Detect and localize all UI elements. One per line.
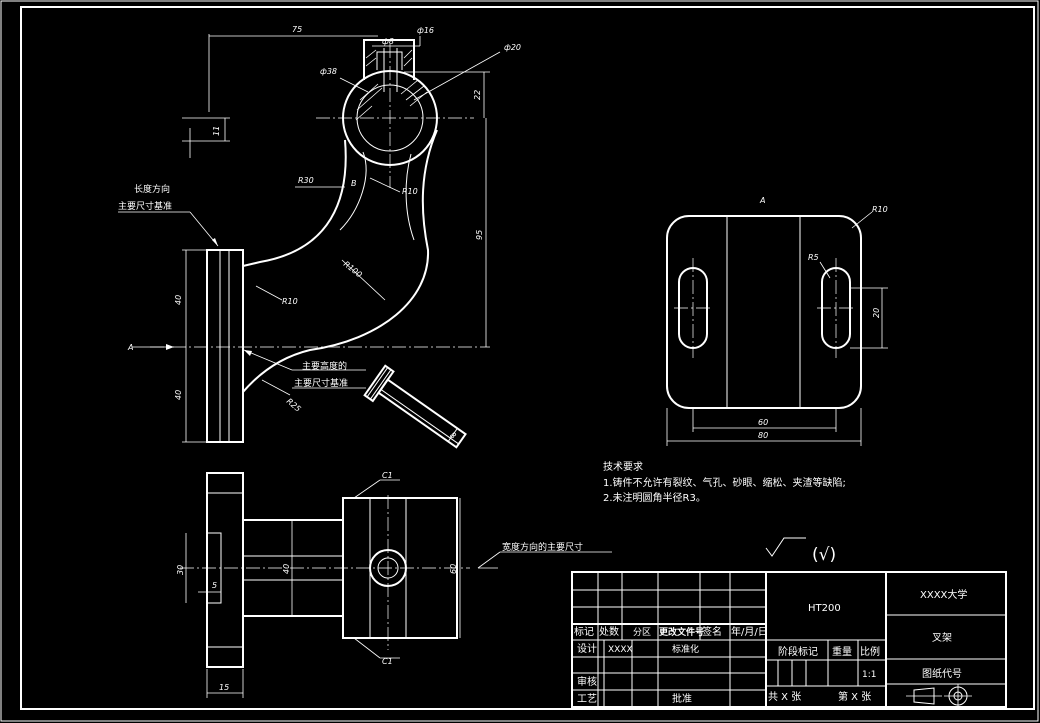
- dim-phi8: ф8: [382, 37, 394, 46]
- tb-drawing-code: 图纸代号: [922, 667, 962, 680]
- view-a: A: [666, 196, 862, 409]
- tb-approve: 批准: [672, 692, 692, 705]
- roughness-symbol: (√): [765, 537, 836, 565]
- inner-frame: [20, 6, 1035, 710]
- top-view-dimensions: C1 C1 30 5 40 60 15 宽度方向的主要尺寸: [176, 471, 612, 698]
- roughness-mark: (√): [812, 545, 836, 565]
- dim-40-top-view: 40: [282, 564, 291, 574]
- tech-line-1: 1.铸件不允许有裂纹、气孔、砂眼、缩松、夹渣等缺陷;: [603, 476, 846, 489]
- dim-r5: R5: [808, 253, 819, 262]
- tb-mark: 标记: [574, 626, 594, 638]
- oblique-section: 8: [363, 364, 467, 449]
- dim-r10-mid: R10: [282, 297, 298, 306]
- tb-designer: XXXX: [608, 645, 633, 655]
- tb-stage-mark: 阶段标记: [778, 645, 818, 658]
- dim-b: B: [351, 179, 357, 188]
- dim-11: 11: [212, 126, 221, 136]
- tb-sheet-no: 第 X 张: [838, 690, 871, 703]
- tb-date: 年/月/日: [731, 625, 768, 638]
- view-a-dimensions: R10 R5 20 60 80: [666, 205, 888, 446]
- dim-5: 5: [212, 581, 217, 590]
- view-a-title: A: [759, 196, 765, 205]
- tb-process: 工艺: [577, 693, 597, 705]
- dim-15: 15: [219, 683, 229, 692]
- title-block: HT200 XXXX大学 叉架 图纸代号 标记 处数 分区 更改文件号 签名 年…: [571, 571, 1007, 708]
- dim-phi16: ф16: [417, 26, 434, 35]
- height-base-label-2: 主要尺寸基准: [294, 377, 348, 389]
- dim-r30: R30: [298, 176, 314, 185]
- tb-school: XXXX大学: [920, 588, 967, 601]
- front-view: [150, 39, 490, 443]
- dim-60-horizontal: 60: [758, 418, 768, 427]
- dim-c1-bottom: C1: [382, 657, 393, 666]
- tb-zone: 分区: [633, 627, 651, 638]
- tb-scale: 比例: [860, 645, 880, 658]
- dim-95: 95: [475, 230, 484, 240]
- dim-80-horizontal: 80: [758, 431, 768, 440]
- dim-phi20: ф20: [504, 43, 521, 52]
- dim-40-lower: 40: [174, 390, 183, 400]
- dim-75: 75: [292, 25, 302, 34]
- width-base-label: 宽度方向的主要尺寸: [502, 541, 583, 553]
- tb-design: 设计: [577, 642, 597, 655]
- dim-22: 22: [473, 90, 482, 100]
- dim-c1-top: C1: [382, 471, 393, 480]
- tb-part-name: 叉架: [932, 632, 952, 644]
- dim-r10-view-a: R10: [872, 205, 888, 214]
- tech-line-2: 2.未注明圆角半径R3。: [603, 491, 706, 504]
- tb-total-sheets: 共 X 张: [768, 691, 801, 703]
- tb-review: 审核: [577, 675, 597, 688]
- dim-60-vertical: 60: [449, 564, 458, 574]
- dim-30: 30: [176, 565, 185, 575]
- tb-sign: 签名: [702, 625, 722, 638]
- tech-requirements: 技术要求 1.铸件不允许有裂纹、气孔、砂眼、缩松、夹渣等缺陷; 2.未注明圆角半…: [603, 460, 846, 504]
- dim-r25: R25: [285, 397, 303, 414]
- dim-r10-top: R10: [402, 187, 418, 196]
- dim-20-vertical: 20: [872, 308, 881, 318]
- length-base-label-2: 主要尺寸基准: [118, 200, 172, 212]
- height-base-label-1: 主要高度的: [302, 360, 347, 372]
- tech-title: 技术要求: [603, 460, 643, 473]
- tb-weight: 重量: [832, 645, 852, 658]
- dim-8-section: 8: [448, 431, 457, 441]
- tb-scale-value: 1:1: [862, 670, 876, 680]
- tb-change-doc: 更改文件号: [659, 626, 704, 638]
- view-a-arrow-label: A: [127, 343, 133, 352]
- top-view: [180, 472, 470, 668]
- dim-r100: R100: [342, 259, 364, 279]
- dim-40-upper: 40: [174, 295, 183, 305]
- tb-standardize: 标准化: [672, 643, 699, 655]
- length-base-label-1: 长度方向: [134, 183, 170, 195]
- dim-phi38: ф38: [320, 67, 337, 76]
- tb-material: HT200: [808, 603, 841, 614]
- tb-count: 处数: [599, 625, 619, 638]
- projection-symbol-icon: [906, 684, 972, 708]
